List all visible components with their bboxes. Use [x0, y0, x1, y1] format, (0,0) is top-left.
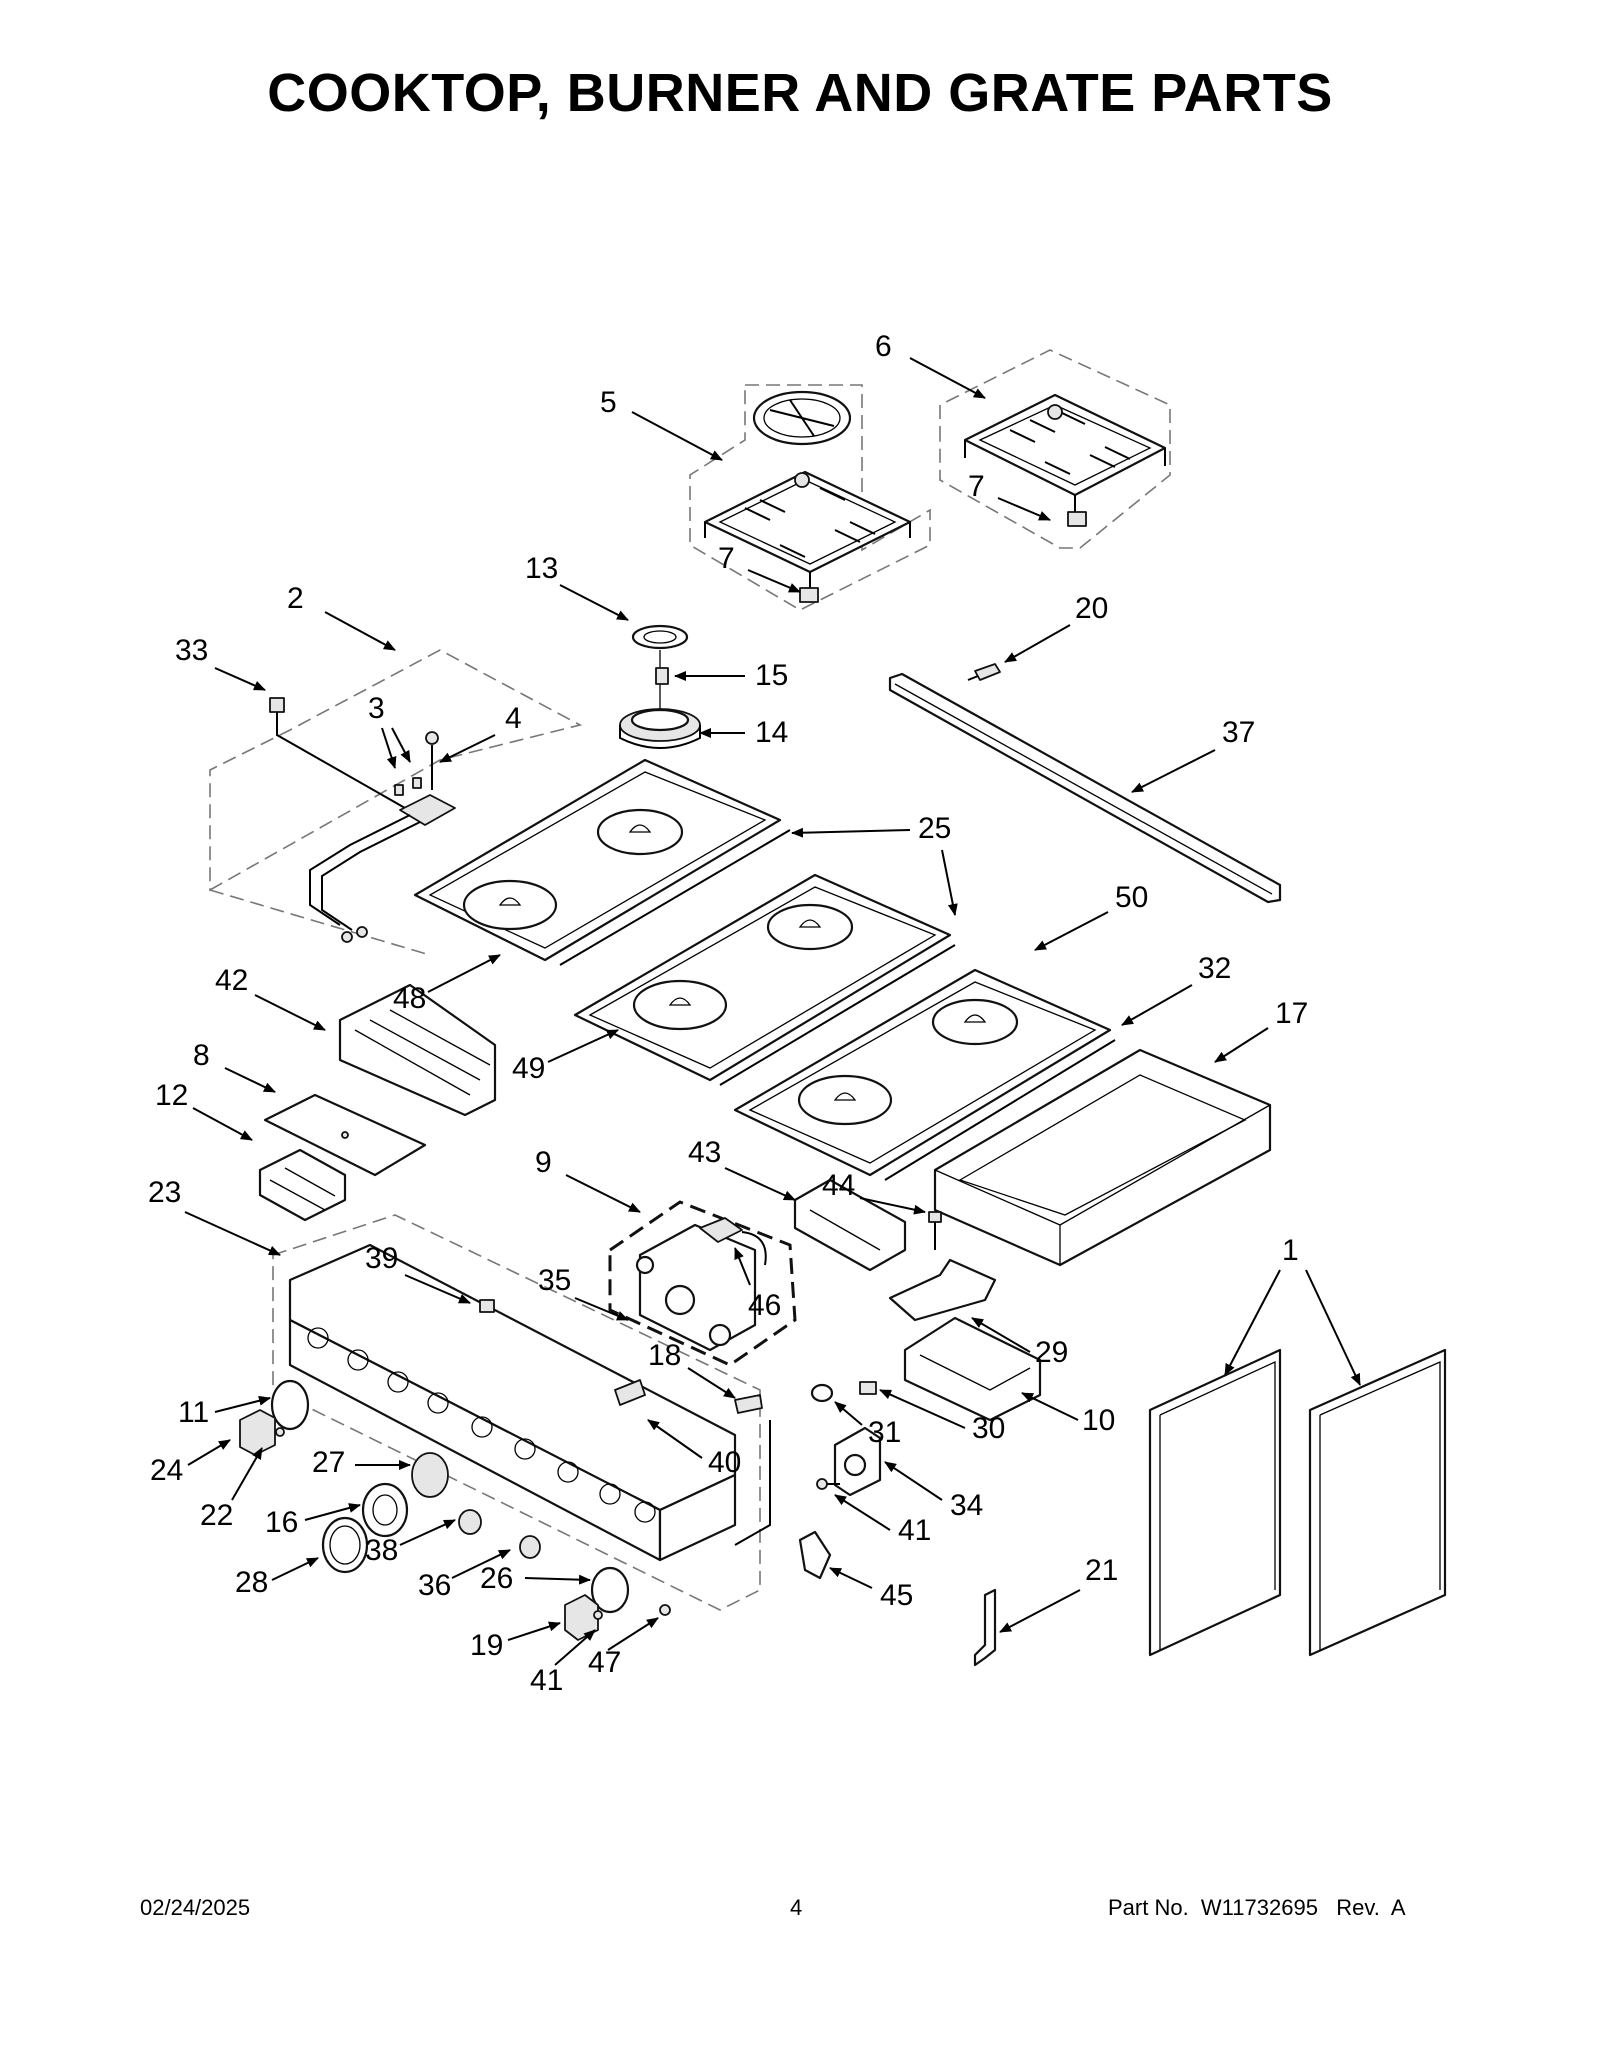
burner-assembly	[619, 624, 701, 749]
callout-label: 6	[875, 330, 892, 363]
callout-label: 7	[968, 470, 985, 503]
callout-label: 20	[1075, 592, 1108, 625]
callout-label: 50	[1115, 881, 1148, 914]
knobs-and-bezels	[239, 1379, 671, 1641]
callout-label: 4	[505, 702, 522, 735]
callout-label: 30	[972, 1412, 1005, 1445]
griddle	[933, 1048, 1272, 1267]
misc-small-parts	[798, 1381, 997, 1667]
callout-label: 24	[150, 1454, 183, 1487]
grate-with-wok-ring	[689, 384, 931, 611]
callout-label: 23	[148, 1176, 181, 1209]
callout-label: 42	[215, 964, 248, 997]
callout-label: 27	[312, 1446, 345, 1479]
callout-label: 15	[755, 659, 788, 692]
callout-label: 45	[880, 1579, 913, 1612]
callout-label: 41	[898, 1514, 931, 1547]
grate	[939, 349, 1171, 549]
callout-label: 14	[755, 716, 788, 749]
callout-label: 13	[525, 552, 558, 585]
control-panel	[272, 1214, 771, 1611]
callout-label: 3	[368, 692, 385, 725]
callout-label: 37	[1222, 716, 1255, 749]
callout-label: 49	[512, 1052, 545, 1085]
spark-modules	[258, 983, 497, 1222]
footer-date: 02/24/2025	[140, 1895, 251, 1920]
callout-label: 32	[1198, 952, 1231, 985]
callout-label: 47	[588, 1646, 621, 1679]
callout-label: 33	[175, 634, 208, 667]
footer-part-number: Part No. W11732695 Rev. A	[1108, 1895, 1406, 1920]
callout-label: 46	[748, 1289, 781, 1322]
callout-label: 43	[688, 1136, 721, 1169]
callout-label: 31	[868, 1416, 901, 1449]
side-panels	[1148, 1348, 1447, 1657]
page-title: COOKTOP, BURNER AND GRATE PARTS	[267, 63, 1333, 123]
callout-label: 25	[918, 812, 951, 845]
callout-label: 10	[1082, 1404, 1115, 1437]
callout-label: 5	[600, 386, 617, 419]
trim-strip	[888, 663, 1282, 904]
callout-label: 9	[535, 1146, 552, 1179]
callout-label: 8	[193, 1039, 210, 1072]
callout-label: 35	[538, 1264, 571, 1297]
footer-page-number: 4	[790, 1895, 803, 1920]
callout-label: 44	[822, 1169, 855, 1202]
callout-label: 1	[1282, 1234, 1299, 1267]
part-callouts: 1 1 2 3 4 5 6 7 7 8 9 10 11	[148, 330, 1361, 1697]
burner-pans	[413, 758, 1116, 1181]
callout-label: 16	[265, 1506, 298, 1539]
callout-label: 11	[178, 1396, 209, 1429]
callout-label: 29	[1035, 1336, 1068, 1369]
callout-label: 38	[365, 1534, 398, 1567]
callout-label: 7	[718, 542, 735, 575]
callout-label: 18	[648, 1339, 681, 1372]
callout-label: 19	[470, 1629, 503, 1662]
callout-label: 26	[480, 1562, 513, 1595]
callout-label: 2	[287, 582, 304, 615]
control-components	[608, 1178, 1042, 1422]
callout-label: 41	[530, 1664, 563, 1697]
callout-label: 48	[393, 982, 426, 1015]
callout-label: 17	[1275, 997, 1308, 1030]
callout-label: 21	[1085, 1554, 1118, 1587]
callout-label: 34	[950, 1489, 983, 1522]
callout-label: 36	[418, 1569, 451, 1602]
callout-label: 22	[200, 1499, 233, 1532]
callout-label: 28	[235, 1566, 268, 1599]
callout-label: 39	[365, 1242, 398, 1275]
callout-label: 12	[155, 1079, 188, 1112]
callout-label: 40	[708, 1446, 741, 1479]
